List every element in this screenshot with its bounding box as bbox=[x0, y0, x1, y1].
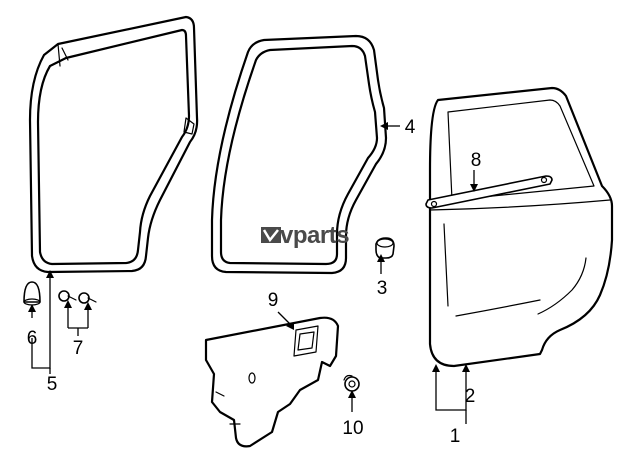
bumper-cone-part[interactable] bbox=[23, 281, 41, 306]
callout-7: 7 bbox=[73, 338, 84, 359]
watermark-text: vparts bbox=[280, 222, 349, 249]
callout-10: 10 bbox=[342, 418, 363, 439]
belt-molding-part[interactable] bbox=[425, 175, 553, 209]
callout-2: 2 bbox=[465, 386, 476, 407]
grommet-part[interactable] bbox=[343, 374, 360, 392]
door-frame-weatherstrip-part[interactable] bbox=[28, 15, 199, 274]
bumper-plug-part[interactable] bbox=[375, 237, 395, 259]
callout-1: 1 bbox=[450, 426, 461, 447]
callout-9: 9 bbox=[268, 290, 279, 311]
callout-4: 4 bbox=[405, 117, 416, 138]
callout-5: 5 bbox=[47, 374, 58, 395]
vparts-logo: vparts bbox=[261, 222, 350, 249]
door-shell-part[interactable] bbox=[428, 86, 614, 368]
callout-3: 3 bbox=[377, 278, 388, 299]
leader-lines bbox=[28, 122, 478, 424]
door-opening-weatherstrip-part[interactable] bbox=[210, 34, 388, 275]
callout-labels: 1 2 3 4 5 6 7 8 9 10 bbox=[27, 117, 482, 447]
callout-6: 6 bbox=[27, 328, 38, 349]
clip-parts[interactable] bbox=[58, 290, 97, 304]
callout-8: 8 bbox=[471, 150, 482, 171]
trim-panel-part[interactable] bbox=[204, 316, 340, 448]
